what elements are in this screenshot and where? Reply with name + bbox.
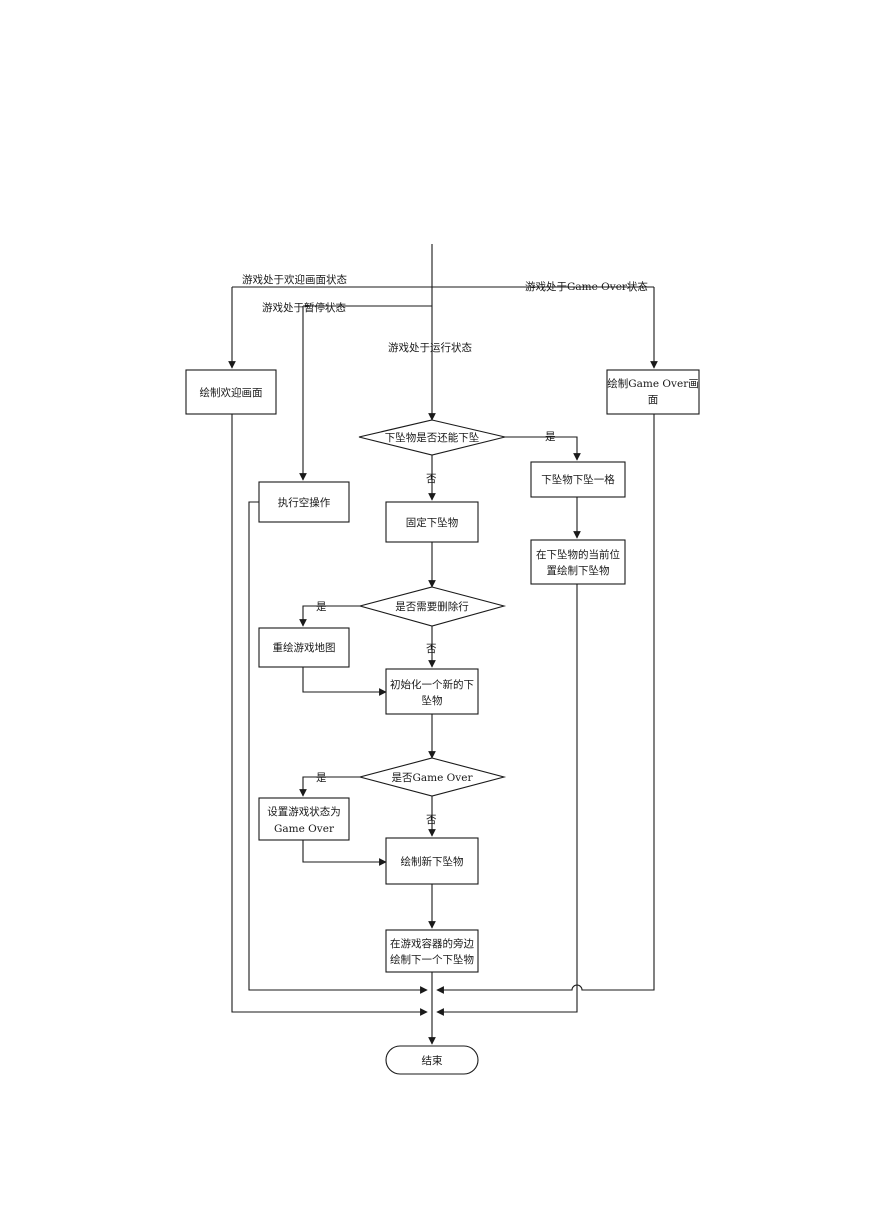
svg-text:绘制下一个下坠物: 绘制下一个下坠物	[390, 953, 474, 966]
decision-is-game-over: 是否Game Over	[357, 757, 507, 797]
need-delete-yes	[299, 605, 360, 627]
box-draw-game-over: 绘制Game Over画 面	[606, 369, 700, 415]
svg-text:初始化一个新的下: 初始化一个新的下	[390, 678, 474, 691]
box-draw-current: 在下坠物的当前位 置绘制下坠物	[530, 539, 626, 585]
label-welcome-state: 游戏处于欢迎画面状态	[242, 273, 347, 286]
redraw-to-init	[302, 667, 387, 696]
label-running-state: 游戏处于运行状态	[388, 341, 472, 354]
svg-text:执行空操作: 执行空操作	[278, 496, 331, 509]
svg-text:设置游戏状态为: 设置游戏状态为	[267, 805, 341, 818]
connectors	[228, 244, 658, 1045]
edge-label-game-over-yes: 是	[316, 772, 327, 784]
edge-label-can-fall-no: 否	[426, 473, 437, 485]
edge-label-game-over-no: 否	[426, 814, 437, 826]
box-redraw-map: 重绘游戏地图	[258, 627, 350, 668]
svg-text:绘制Game Over画: 绘制Game Over画	[607, 377, 698, 390]
label-paused-state: 游戏处于暂停状态	[262, 301, 346, 314]
box-init-piece: 初始化一个新的下 坠物	[385, 668, 479, 715]
box-drop-one: 下坠物下坠一格	[530, 461, 626, 498]
welcome-to-merge	[231, 414, 428, 1016]
svg-text:下坠物是否还能下坠: 下坠物是否还能下坠	[385, 431, 480, 444]
svg-text:是否需要删除行: 是否需要删除行	[395, 600, 469, 613]
svg-text:下坠物下坠一格: 下坠物下坠一格	[541, 473, 615, 486]
svg-text:是否Game Over: 是否Game Over	[392, 772, 474, 784]
label-game-over-state: 游戏处于Game Over状态	[525, 280, 648, 293]
decision-need-delete: 是否需要删除行	[357, 586, 507, 627]
draw-current-to-merge	[436, 584, 578, 1016]
box-set-game-over: 设置游戏状态为 Game Over	[258, 797, 350, 841]
noop-to-merge	[248, 501, 428, 994]
svg-text:置绘制下坠物: 置绘制下坠物	[547, 564, 610, 577]
svg-text:结束: 结束	[422, 1054, 443, 1067]
svg-text:绘制欢迎画面: 绘制欢迎画面	[200, 386, 263, 399]
edge-label-need-delete-no: 否	[426, 643, 437, 655]
decision-can-fall: 下坠物是否还能下坠	[358, 419, 506, 456]
box-draw-new-piece: 绘制新下坠物	[385, 837, 479, 885]
svg-text:在下坠物的当前位: 在下坠物的当前位	[536, 548, 620, 561]
svg-text:重绘游戏地图: 重绘游戏地图	[273, 641, 336, 654]
box-draw-next-piece: 在游戏容器的旁边 绘制下一个下坠物	[385, 929, 479, 973]
game-over-yes	[299, 776, 360, 797]
svg-text:坠物: 坠物	[422, 694, 443, 707]
svg-text:固定下坠物: 固定下坠物	[406, 516, 459, 529]
can-fall-yes	[505, 436, 581, 461]
edge-label-need-delete-yes: 是	[316, 601, 327, 613]
box-fix-piece: 固定下坠物	[385, 501, 479, 543]
terminal-end: 结束	[385, 1045, 479, 1075]
svg-text:绘制新下坠物: 绘制新下坠物	[401, 855, 464, 868]
svg-text:Game Over: Game Over	[274, 823, 335, 835]
svg-text:面: 面	[648, 394, 659, 406]
svg-text:在游戏容器的旁边: 在游戏容器的旁边	[390, 937, 474, 950]
edge-label-can-fall-yes: 是	[545, 431, 556, 443]
set-over-to-draw-new	[302, 840, 387, 866]
box-noop: 执行空操作	[258, 481, 350, 523]
game-over-to-merge	[436, 414, 655, 994]
box-draw-welcome: 绘制欢迎画面	[185, 369, 277, 415]
